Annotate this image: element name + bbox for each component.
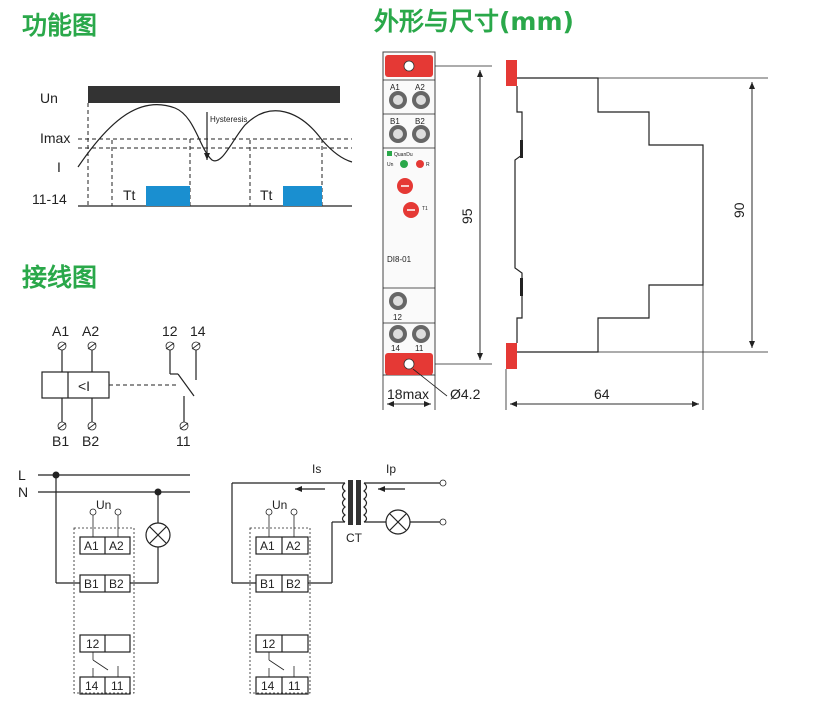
imax-label: Imax <box>40 130 70 146</box>
b1-box-2: B1 <box>260 577 275 591</box>
t12-box: 12 <box>86 637 100 651</box>
device-b2: B2 <box>415 117 425 126</box>
is-label: Is <box>312 462 321 476</box>
un-label: Un <box>40 90 58 106</box>
dimensions-header: 外形与尺寸(mm) <box>374 7 574 36</box>
contact-pulse-1 <box>146 186 190 206</box>
b2-box: B2 <box>109 577 124 591</box>
a1-box-2: A1 <box>260 539 275 553</box>
i-label: I <box>57 159 61 175</box>
hysteresis-label: Hysteresis <box>210 115 247 124</box>
tt2-label: Tt <box>260 187 273 203</box>
b2-box-2: B2 <box>286 577 301 591</box>
relay-symbol: A1 A2 <I B1 B2 12 14 11 <box>41 323 206 449</box>
device-t12: 12 <box>393 313 402 322</box>
function-diagram-header: 功能图 <box>22 11 97 40</box>
b2-label: B2 <box>82 433 99 449</box>
un-label-1: Un <box>96 498 111 512</box>
contact-label: 11-14 <box>32 191 67 207</box>
current-curve <box>77 103 353 168</box>
hole-dim: Ø4.2 <box>450 386 481 402</box>
device-un: Un <box>387 162 394 168</box>
function-diagram: Un Imax I 11-14 Hysteresis Tt Tt <box>32 86 353 207</box>
a2-box-2: A2 <box>286 539 301 553</box>
ip-label: Ip <box>386 462 396 476</box>
un-led <box>400 160 408 168</box>
ct-secondary <box>341 482 346 523</box>
ct-primary <box>363 482 368 523</box>
t14-box: 14 <box>85 679 99 693</box>
side-height-dim: 90 <box>731 202 747 218</box>
contact-blade <box>177 373 195 397</box>
device-a2: A2 <box>415 83 425 92</box>
t11-box-2: 11 <box>288 679 301 693</box>
b1-terminal <box>57 421 67 431</box>
relay-led <box>416 160 424 168</box>
tt1-label: Tt <box>123 187 136 203</box>
device-t11: 11 <box>415 344 424 353</box>
width-dim: 18max <box>387 386 429 402</box>
side-top-clip <box>506 60 517 86</box>
b2-terminal <box>87 421 97 431</box>
a1-box: A1 <box>84 539 99 553</box>
l-label: L <box>18 467 26 483</box>
side-outline <box>517 77 704 353</box>
t14-box-2: 14 <box>261 679 275 693</box>
b1-label: B1 <box>52 433 69 449</box>
device-side-view: 90 64 <box>505 60 768 410</box>
device-b1: B1 <box>390 117 400 126</box>
a2-label: A2 <box>82 323 99 339</box>
relay-outline <box>73 527 135 694</box>
contact-pulse-2 <box>283 186 322 206</box>
un-label-2: Un <box>272 498 287 512</box>
front-height-dim: 95 <box>459 208 475 224</box>
device-model: DI8-01 <box>387 255 412 264</box>
t11-label: 11 <box>176 433 191 449</box>
supply-bar <box>88 86 340 103</box>
t11-box: 11 <box>111 679 124 693</box>
relay-outline-2 <box>249 527 311 694</box>
side-rail-profile <box>514 86 523 343</box>
a2-box: A2 <box>109 539 124 553</box>
device-t1: T1 <box>422 206 428 212</box>
depth-dim: 64 <box>594 386 610 402</box>
t11-terminal <box>179 421 189 431</box>
n-label: N <box>18 484 28 500</box>
device-brand: QuanDu <box>394 152 413 158</box>
device-r: R <box>426 162 430 168</box>
t12-label: 12 <box>162 323 178 339</box>
ct-wiring: Is CT Ip Un A1 A2 B1 B2 12 <box>231 462 447 695</box>
wiring-diagram-header: 接线图 <box>22 263 97 292</box>
side-bottom-clip <box>506 343 517 369</box>
ct-label: CT <box>346 531 363 545</box>
t14-label: 14 <box>190 323 206 339</box>
device-a1: A1 <box>390 83 400 92</box>
b1-box: B1 <box>84 577 99 591</box>
direct-wiring: L N Un A1 A2 B1 B2 12 <box>18 467 190 695</box>
relay-coil-box <box>41 371 110 399</box>
device-front-view: A1 A2 B1 B2 QuanDu Un R T1 DI8-01 12 14 … <box>382 51 492 410</box>
relay-symbol-text: <I <box>78 378 90 394</box>
t12-box-2: 12 <box>262 637 276 651</box>
a1-label: A1 <box>52 323 69 339</box>
device-t14: 14 <box>391 344 400 353</box>
